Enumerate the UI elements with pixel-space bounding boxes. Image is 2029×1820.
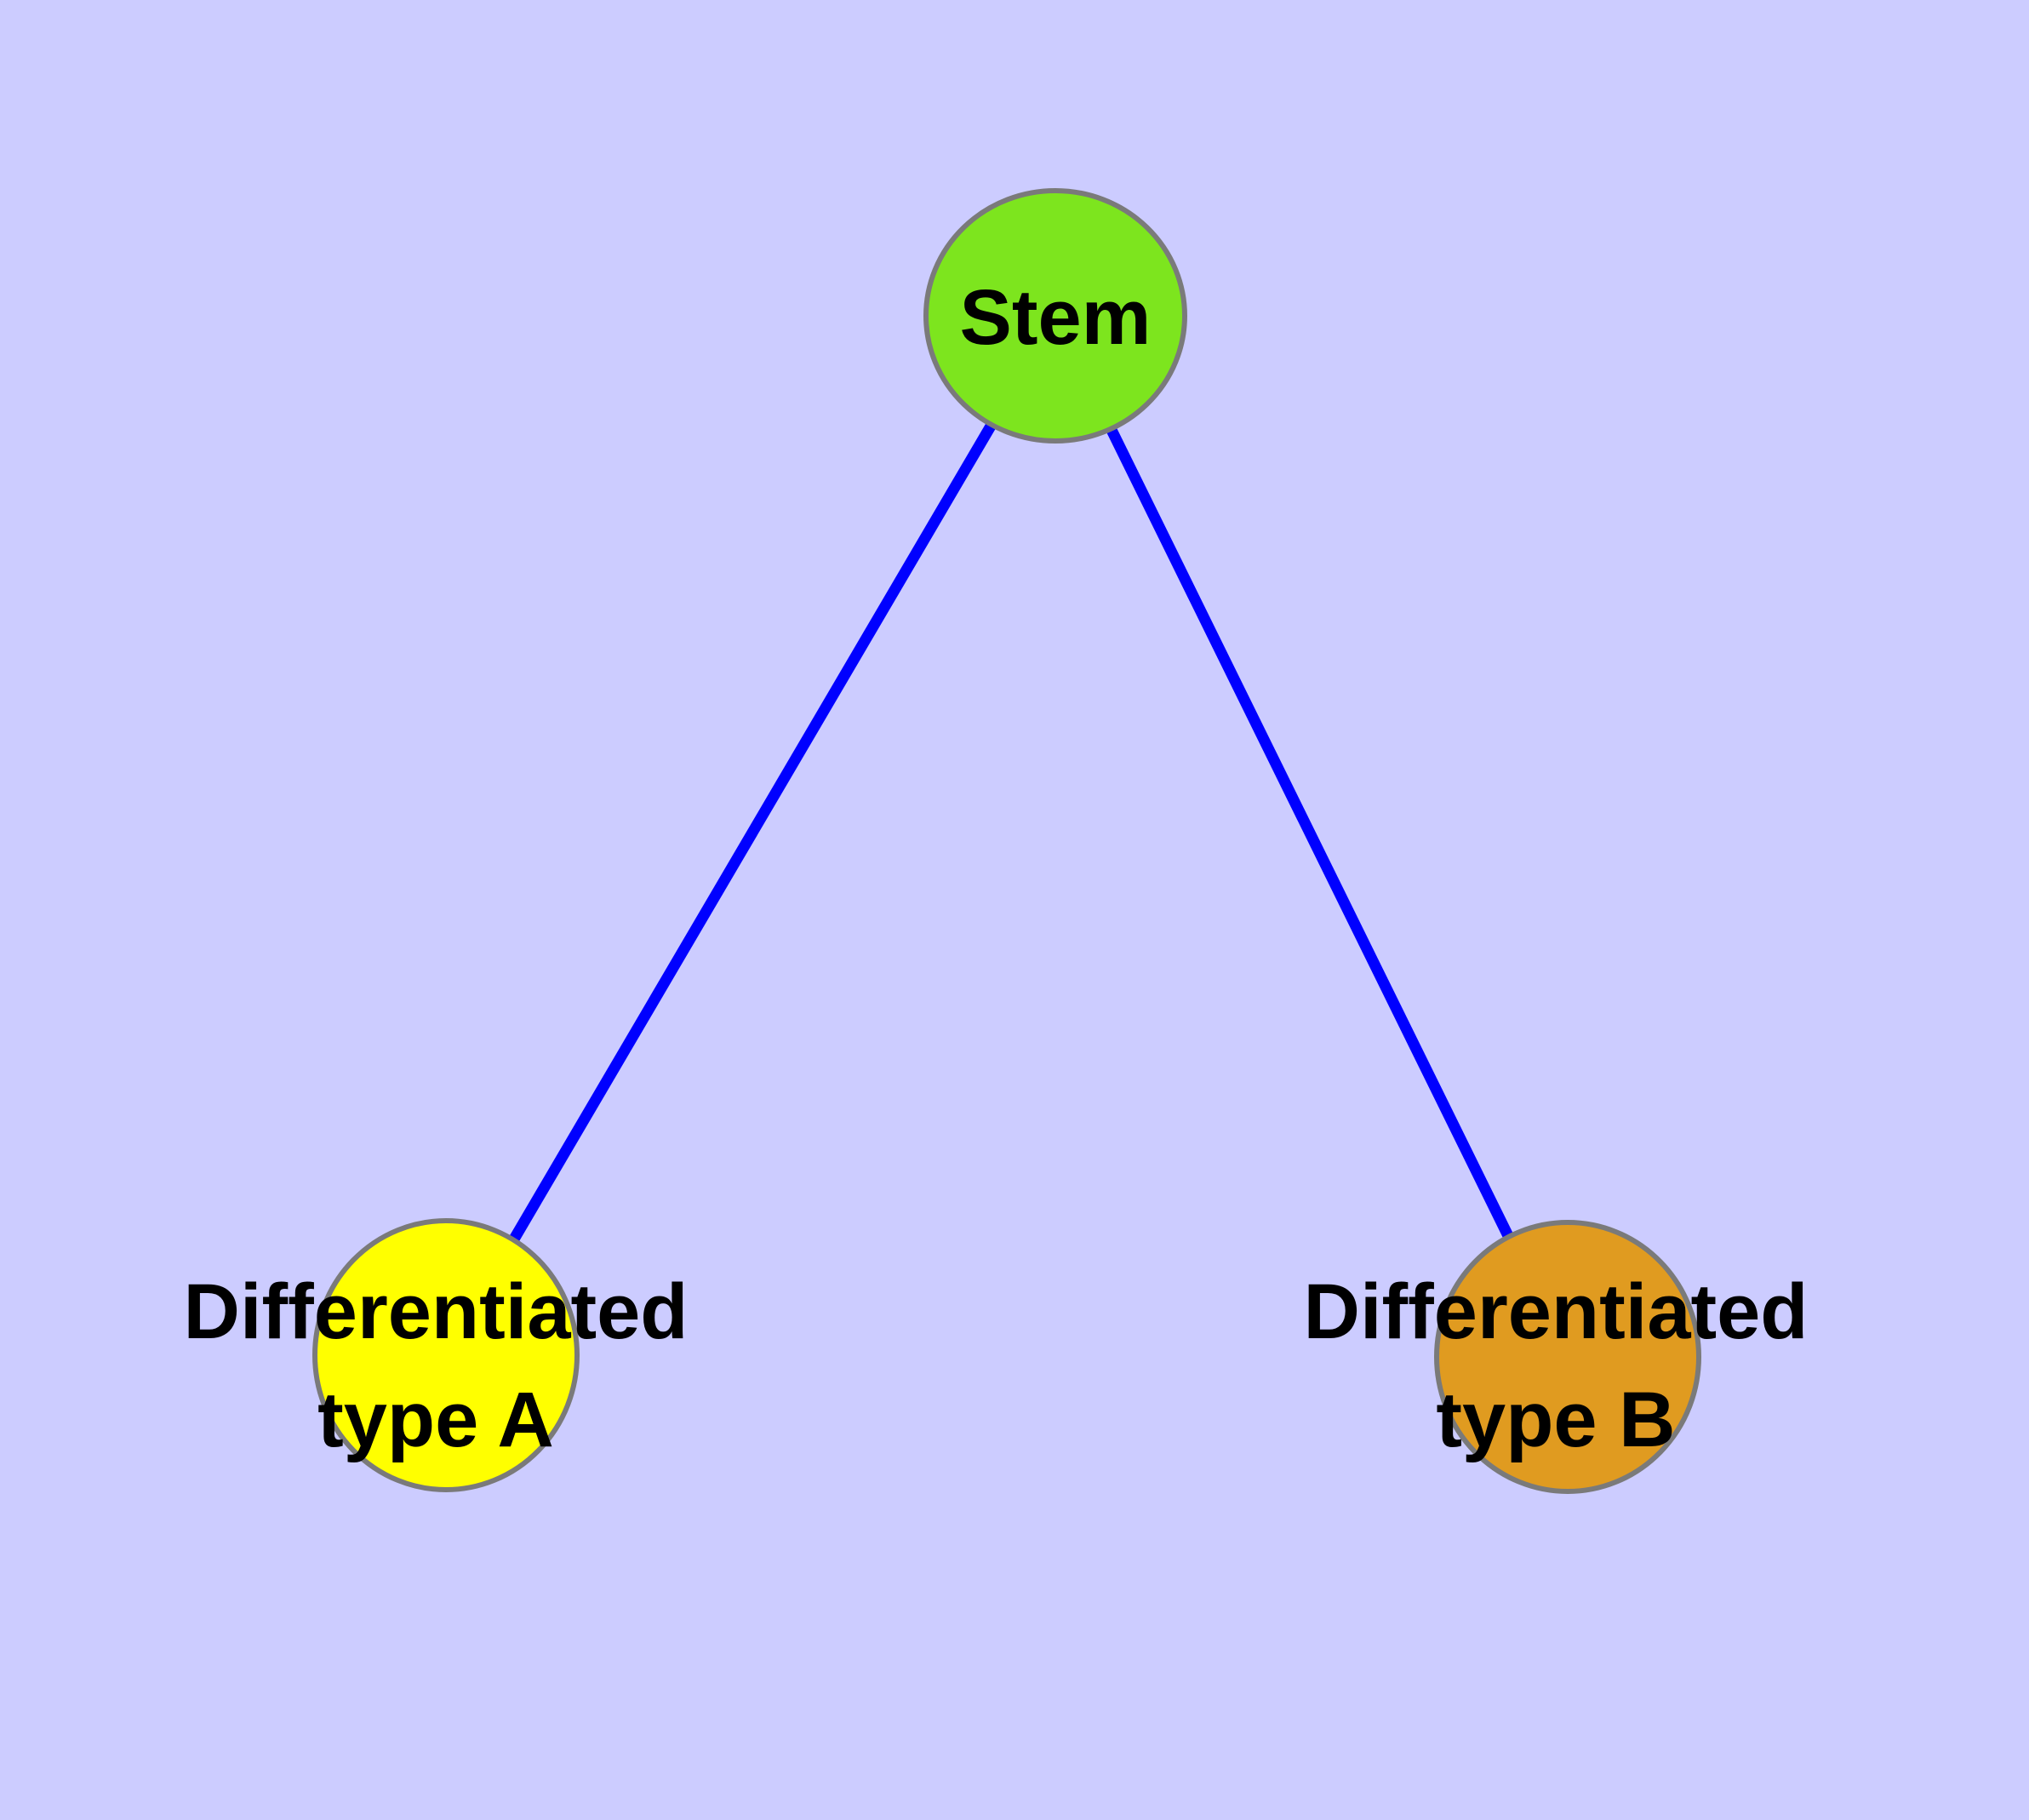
edge-stem-to-type-a [441, 312, 1060, 1359]
stem-node [923, 188, 1187, 444]
type-b-node-label-line1: Differentiated [1304, 1268, 1809, 1355]
edge-stem-to-type-b [1050, 313, 1573, 1359]
type-b-node [1434, 1220, 1701, 1494]
type-a-node [312, 1218, 580, 1492]
type-a-node-label-line1: Differentiated [184, 1268, 689, 1355]
type-b-node-label-line2: type B [1436, 1376, 1675, 1463]
stem-node-label: Stem [960, 274, 1152, 361]
type-a-node-label-line2: type A [317, 1376, 554, 1463]
